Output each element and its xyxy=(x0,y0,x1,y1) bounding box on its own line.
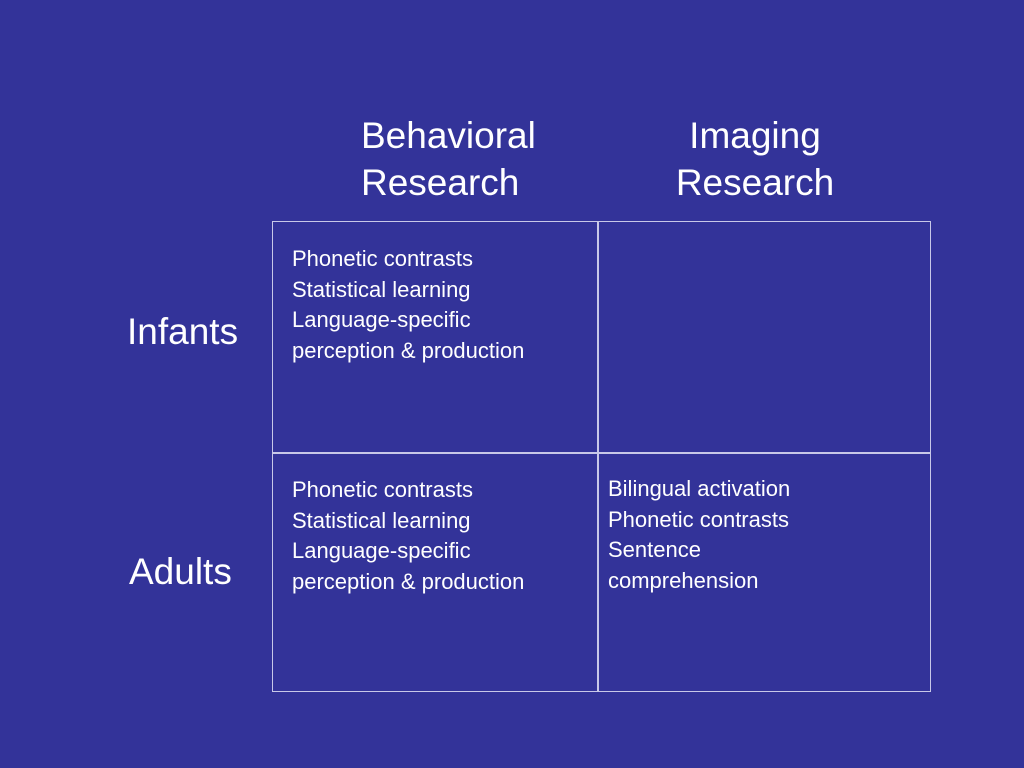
row-label-adults: Adults xyxy=(129,551,232,592)
cell-adults-imaging: Bilingual activation Phonetic contrasts … xyxy=(608,474,790,596)
column-divider xyxy=(597,222,599,691)
column-header-behavioral-research: Behavioral Research xyxy=(361,112,536,206)
cell-line: Sentence xyxy=(608,537,701,562)
cell-line: perception & production xyxy=(292,337,525,363)
cell-line: Language-specific xyxy=(292,538,471,563)
cell-line: Language-specific xyxy=(292,307,471,332)
column-header-imaging-research: Imaging Research xyxy=(660,112,850,206)
cell-line: perception & production xyxy=(292,568,525,594)
row-divider xyxy=(273,452,930,454)
cell-infants-behavioral: Phonetic contrasts Statistical learning … xyxy=(292,244,524,366)
column-header-line: Research xyxy=(361,162,520,203)
cell-line: Statistical learning xyxy=(292,276,471,302)
cell-line: Phonetic contrasts xyxy=(292,477,473,502)
column-header-line: Behavioral xyxy=(361,115,536,156)
cell-line: Phonetic contrasts xyxy=(608,506,789,532)
column-header-line: Research xyxy=(675,162,835,203)
column-header-line: Imaging xyxy=(689,115,821,156)
research-matrix-table: Phonetic contrasts Statistical learning … xyxy=(272,221,931,692)
cell-line: Statistical learning xyxy=(292,507,471,533)
cell-line: comprehension xyxy=(608,567,759,593)
row-label-infants: Infants xyxy=(127,311,239,352)
cell-line: Phonetic contrasts xyxy=(292,246,473,271)
cell-line: Bilingual activation xyxy=(608,476,791,501)
cell-adults-behavioral: Phonetic contrasts Statistical learning … xyxy=(292,475,524,597)
